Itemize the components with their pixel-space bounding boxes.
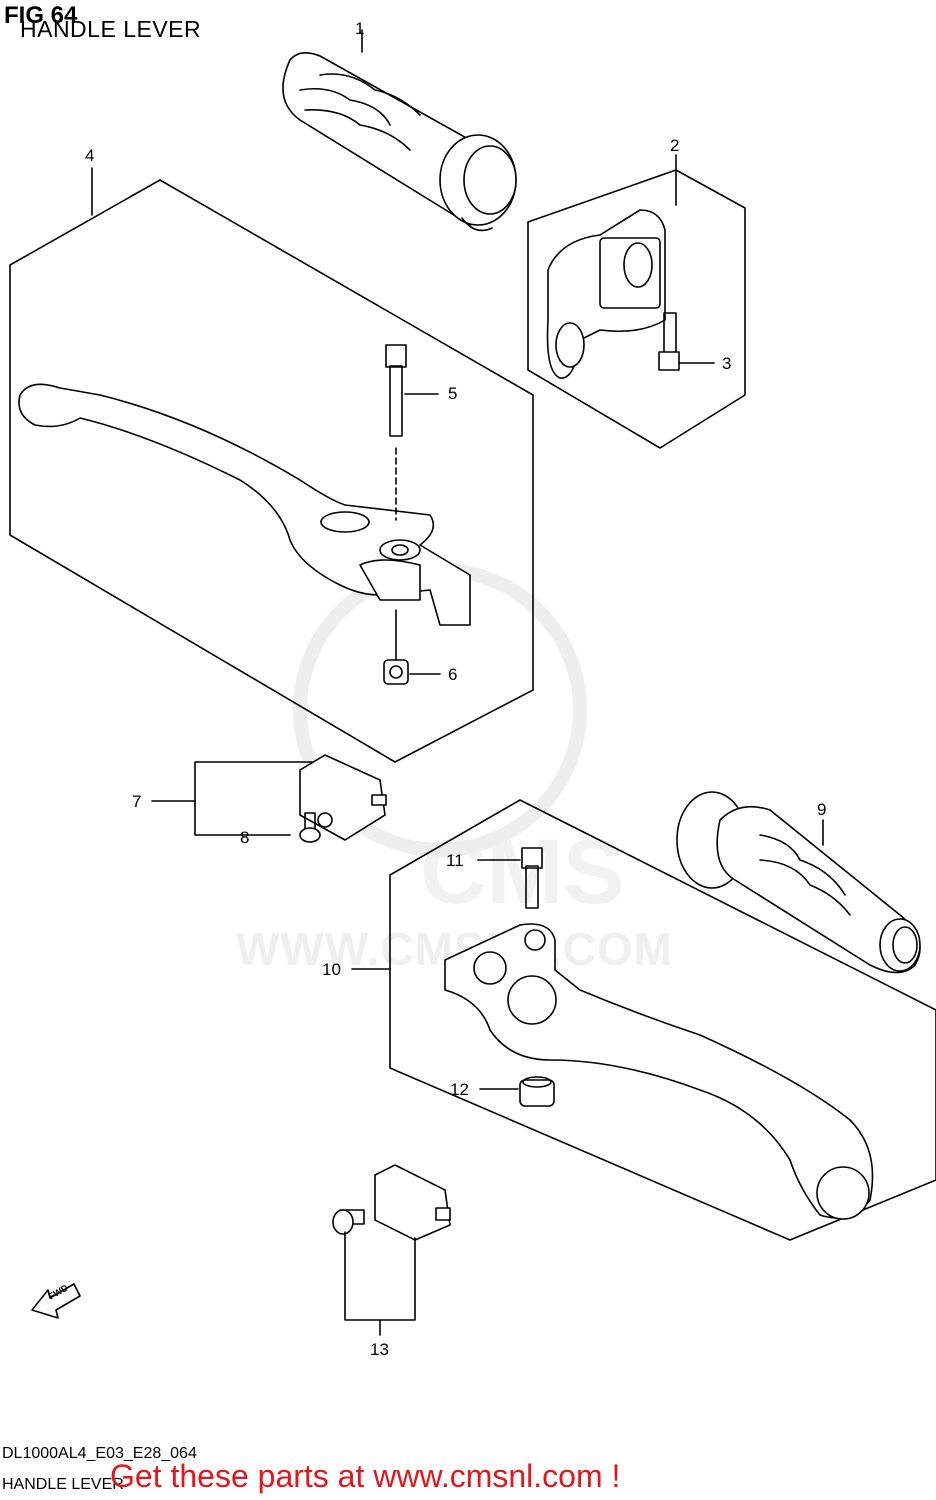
callout-6[interactable]: 6	[448, 665, 458, 684]
part-6-nut	[383, 609, 441, 685]
part-3-bolt	[658, 312, 715, 371]
part-4-lever-group-hexagon	[9, 167, 534, 763]
part-13-switch	[332, 1164, 451, 1336]
callout-9[interactable]: 9	[817, 800, 827, 819]
callout-8[interactable]: 8	[240, 828, 250, 847]
callout-10[interactable]: 10	[322, 960, 341, 979]
callout-4[interactable]: 4	[85, 146, 95, 165]
part-1-grip	[282, 29, 517, 232]
part-7-switch	[151, 754, 387, 841]
footer-title: HANDLE LEVER	[2, 1476, 124, 1493]
callout-11[interactable]: 11	[446, 851, 464, 870]
part-9-grip	[676, 791, 921, 974]
callout-3[interactable]: 3	[722, 354, 732, 373]
part-2-holder-hexagon	[527, 154, 746, 449]
fwd-arrow-icon	[31, 1283, 81, 1319]
callout-13[interactable]: 13	[370, 1340, 389, 1359]
model-code: DL1000AL4_E03_E28_064	[2, 1445, 197, 1462]
callout-7[interactable]: 7	[132, 792, 142, 811]
part-8-screw	[299, 812, 321, 843]
callout-12[interactable]: 12	[450, 1080, 469, 1099]
figure-label: FIG 64	[4, 2, 78, 29]
callout-1[interactable]: 1	[355, 19, 365, 38]
callout-5[interactable]: 5	[448, 384, 458, 403]
callout-2[interactable]: 2	[670, 136, 680, 155]
figure-title: HANDLE LEVER	[20, 16, 202, 42]
part-10-lever-group-hexagon	[351, 799, 936, 1241]
part-12-nut	[479, 1076, 555, 1107]
part-11-bolt	[477, 847, 543, 909]
part-5-bolt	[385, 344, 439, 521]
cta-link[interactable]: Get these parts at www.cmsnl.com !	[110, 1458, 621, 1494]
